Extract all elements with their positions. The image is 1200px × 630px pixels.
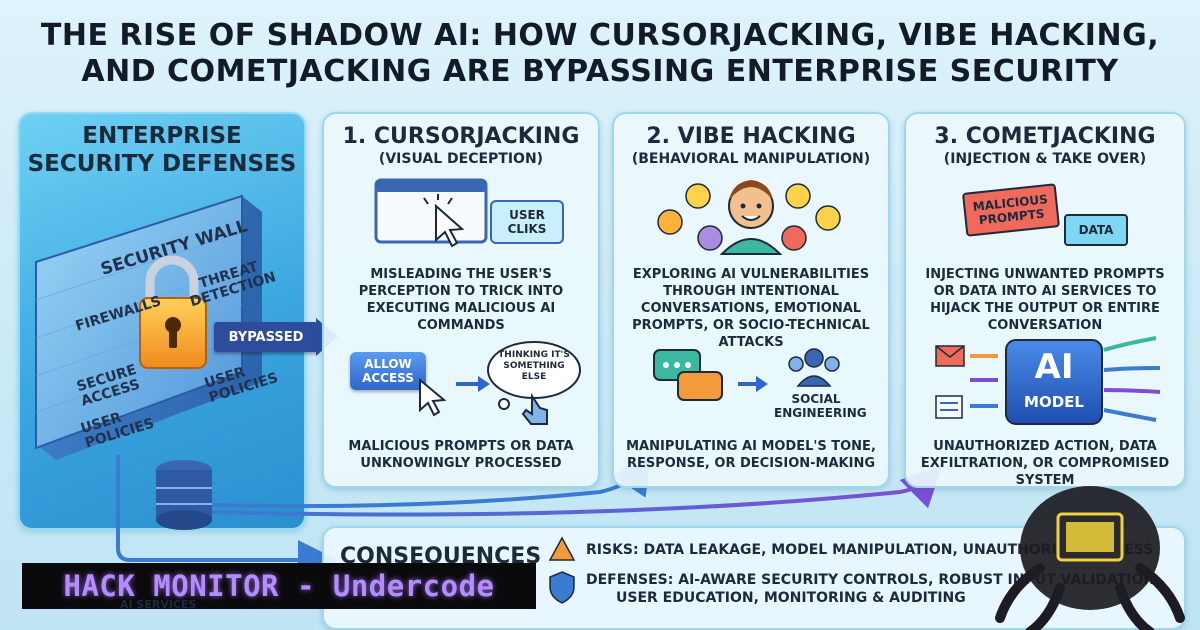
cometjacking-panel: 3. COMETJACKING (INJECTION & TAKE OVER) …	[904, 112, 1186, 488]
vibe-title: 2. VIBE HACKING	[646, 124, 856, 149]
title-line-2: AND COMETJACKING ARE BYPASSING ENTERPRIS…	[81, 54, 1119, 89]
document-icon	[935, 395, 963, 419]
envelope-icon	[935, 345, 965, 367]
cursorjacking-footer: MALICIOUS PROMPTS OR DATA UNKNOWINGLY PR…	[348, 439, 574, 471]
comet-footer: UNAUTHORIZED ACTION, DATA EXFILTRATION, …	[920, 439, 1170, 488]
thinking-text: THINKING IT'S SOMETHING ELSE	[498, 350, 570, 382]
browser-window-icon	[374, 178, 488, 248]
page-title: THE RISE OF SHADOW AI: HOW CURSORJACKING…	[0, 18, 1200, 90]
defenses-text-2: USER EDUCATION, MONITORING & AUDITING	[616, 590, 966, 606]
title-line-1: THE RISE OF SHADOW AI: HOW CURSORJACKING…	[40, 18, 1160, 53]
cursorjacking-description: MISLEADING THE USER'S PERCEPTION TO TRIC…	[358, 267, 564, 333]
ai-model-box	[1005, 339, 1103, 425]
vibe-description: EXPLORING AI VULNERABILITIES THROUGH INT…	[632, 267, 870, 350]
risks-text: RISKS: DATA LEAKAGE, MODEL MANIPULATION,…	[586, 542, 1154, 558]
vibe-hacking-panel: 2. VIBE HACKING (BEHAVIORAL MANIPULATION…	[612, 112, 890, 488]
pointer-icon	[419, 377, 447, 417]
allow-access-button: ALLOW ACCESS	[350, 352, 426, 390]
vibe-subtitle: (BEHAVIORAL MANIPULATION)	[631, 151, 871, 167]
flow-arrow-comet	[211, 465, 943, 517]
group-icon	[788, 348, 840, 387]
database-server-icon	[156, 460, 212, 530]
hand-click-icon	[521, 392, 548, 425]
social-engineering-label: SOCIAL ENGINEERING	[774, 392, 867, 420]
ai-services-label: AI SERVICES	[120, 598, 197, 611]
banner-text: HACK MONITOR - Undercode	[63, 569, 495, 603]
ai-model-sublabel: MODEL	[1024, 393, 1084, 411]
cursorjacking-title: 1. CURSORJACKING	[342, 124, 580, 149]
person-icon	[719, 180, 783, 255]
ai-model-label: AI	[1034, 347, 1074, 387]
comet-subtitle: (INJECTION & TAKE OVER)	[943, 151, 1147, 167]
comet-description: INJECTING UNWANTED PROMPTS OR DATA INTO …	[925, 267, 1165, 333]
flow-arrow-consequences	[116, 455, 338, 580]
vibe-footer: MANIPULATING AI MODEL'S TONE, RESPONSE, …	[626, 439, 876, 471]
emoji-icons	[657, 183, 841, 251]
cursorjacking-panel: 1. CURSORJACKING (VISUAL DECEPTION) USER…	[322, 112, 600, 488]
cursorjacking-subtitle: (VISUAL DECEPTION)	[378, 151, 544, 167]
shield-icon	[549, 571, 575, 604]
comet-title: 3. COMETJACKING	[934, 124, 1156, 149]
cursor-icon	[435, 203, 465, 248]
data-tag: DATA	[1064, 214, 1128, 246]
hack-monitor-banner: HACK MONITOR - Undercode	[22, 563, 536, 609]
defenses-text-1: DEFENSES: AI-AWARE SECURITY CONTROLS, RO…	[586, 572, 1161, 588]
chat-bubbles-icon	[653, 349, 723, 401]
user-clicks-label: USER CLIKS	[490, 200, 564, 244]
bypassed-label: BYPASSED	[214, 322, 318, 352]
warning-icon	[548, 536, 576, 561]
padlock-icon	[139, 255, 207, 369]
enterprise-title: ENTERPRISE SECURITY DEFENSES	[27, 123, 297, 177]
